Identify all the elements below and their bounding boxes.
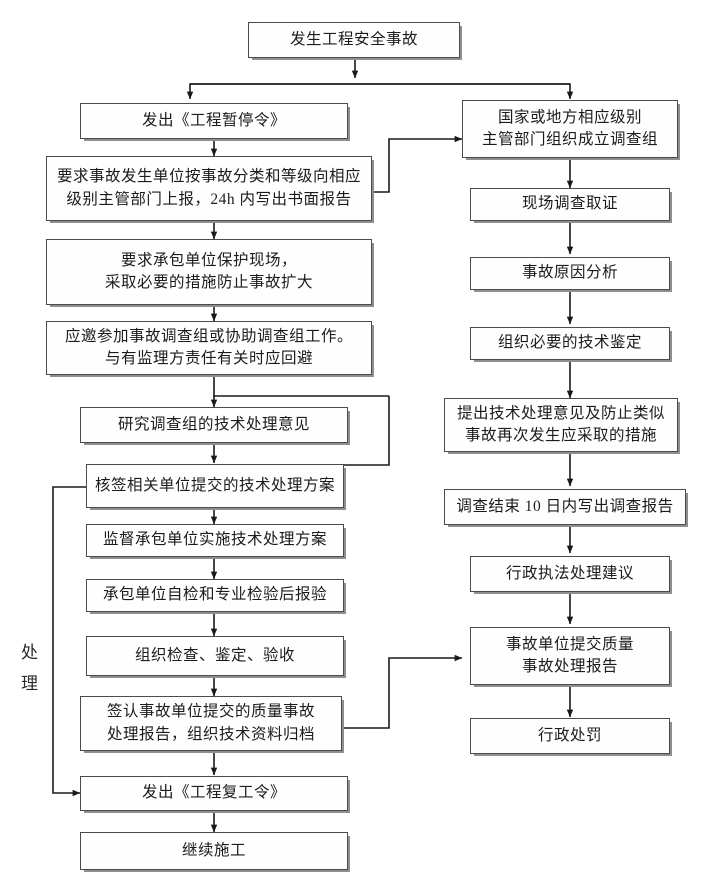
node-l2-line2: 级别主管部门上报，24h 内写出书面报告: [66, 190, 352, 208]
node-contractor-self-inspection[interactable]: 承包单位自检和专业检验后报验: [86, 579, 344, 612]
node-join-investigation-group[interactable]: 应邀参加事故调查组或协助调查组工作。 与有监理方责任有关时应回避: [46, 321, 372, 375]
node-issue-resumption-order[interactable]: 发出《工程复工令》: [80, 776, 348, 811]
node-protect-site[interactable]: 要求承包单位保护现场， 采取必要的措施防止事故扩大: [46, 239, 372, 305]
node-establish-investigation-group[interactable]: 国家或地方相应级别 主管部门组织成立调查组: [462, 100, 678, 158]
node-l4-line2: 与有监理方责任有关时应回避: [104, 350, 313, 367]
node-cause-analysis[interactable]: 事故原因分析: [470, 257, 670, 290]
node-l11-label: 发出《工程复工令》: [141, 784, 286, 802]
node-l12-label: 继续施工: [181, 841, 246, 859]
node-l10-line1: 签认事故单位提交的质量事故: [106, 703, 315, 721]
node-r3-label: 事故原因分析: [521, 264, 618, 282]
node-propose-preventive-measures[interactable]: 提出技术处理意见及防止类似 事故再次发生应采取的措施: [444, 398, 678, 452]
node-r8-line1: 事故单位提交质量: [505, 635, 634, 653]
edge-l2-r1: [372, 135, 463, 193]
side-label-char-2: 理: [21, 674, 39, 694]
node-organize-inspection-acceptance[interactable]: 组织检查、鉴定、验收: [86, 636, 344, 676]
node-report-to-authority[interactable]: 要求事故发生单位按事故分类和等级向相应 级别主管部门上报，24h 内写出书面报告: [46, 156, 372, 221]
node-l5-label: 研究调查组的技术处理意见: [117, 415, 310, 433]
edge-l10-r8: [341, 654, 463, 729]
node-administrative-penalty[interactable]: 行政处罚: [470, 718, 670, 754]
node-l2-line1: 要求事故发生单位按事故分类和等级向相应: [56, 168, 361, 186]
node-site-investigation[interactable]: 现场调查取证: [470, 188, 670, 221]
node-issue-suspension-order[interactable]: 发出《工程暂停令》: [80, 103, 348, 139]
node-r4-label: 组织必要的技术鉴定: [497, 334, 642, 352]
node-start-label: 发生工程安全事故: [289, 30, 418, 48]
node-l1-label: 发出《工程暂停令》: [141, 111, 286, 129]
node-start[interactable]: 发生工程安全事故: [248, 22, 460, 58]
node-r1-line2: 主管部门组织成立调查组: [481, 131, 658, 148]
node-write-investigation-report[interactable]: 调查结束 10 日内写出调查报告: [444, 489, 686, 525]
node-r9-label: 行政处罚: [537, 726, 602, 744]
node-supervise-implementation[interactable]: 监督承包单位实施技术处理方案: [86, 524, 344, 557]
node-r2-label: 现场调查取证: [521, 195, 618, 213]
node-r7-label: 行政执法处理建议: [505, 564, 634, 582]
node-administrative-enforcement-suggestion[interactable]: 行政执法处理建议: [470, 556, 670, 592]
node-l3-line1: 要求承包单位保护现场，: [120, 251, 297, 269]
node-r1-line1: 国家或地方相应级别: [497, 108, 642, 126]
node-countersign-technical-plan[interactable]: 核签相关单位提交的技术处理方案: [86, 464, 344, 508]
side-label-handling: 处 理: [16, 637, 44, 700]
node-l6-label: 核签相关单位提交的技术处理方案: [94, 476, 335, 494]
edge-bus-left: [186, 83, 355, 100]
node-l3-line2: 采取必要的措施防止事故扩大: [104, 274, 313, 291]
node-l7-label: 监督承包单位实施技术处理方案: [102, 531, 327, 549]
node-r6-label: 调查结束 10 日内写出调查报告: [456, 497, 674, 515]
node-r5-line1: 提出技术处理意见及防止类似: [456, 404, 665, 422]
node-technical-appraisal[interactable]: 组织必要的技术鉴定: [470, 327, 670, 360]
side-label-char-1: 处: [21, 643, 39, 662]
node-r8-line2: 事故处理报告: [521, 658, 618, 675]
node-r5-line2: 事故再次发生应采取的措施: [464, 427, 657, 444]
node-l8-label: 承包单位自检和专业检验后报验: [102, 586, 327, 604]
node-l10-line2: 处理报告，组织技术资料归档: [106, 725, 315, 743]
node-l4-line1: 应邀参加事故调查组或协助调查组工作。: [64, 327, 353, 345]
node-sign-off-report-archive[interactable]: 签认事故单位提交的质量事故 处理报告，组织技术资料归档: [80, 696, 342, 751]
node-l9-label: 组织检查、鉴定、验收: [134, 646, 295, 664]
node-accident-unit-submits-report[interactable]: 事故单位提交质量 事故处理报告: [470, 627, 670, 685]
edge-bus-right: [355, 83, 574, 100]
node-continue-construction[interactable]: 继续施工: [80, 832, 348, 870]
node-study-technical-opinion[interactable]: 研究调查组的技术处理意见: [80, 407, 348, 443]
